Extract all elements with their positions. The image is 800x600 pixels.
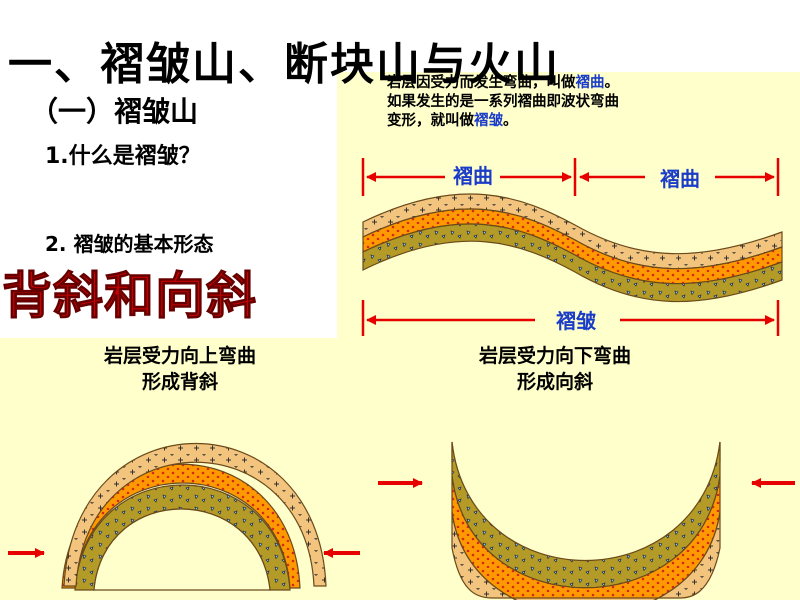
main-title: 一、褶皱山、断块山与火山 — [8, 39, 560, 90]
anticline-syncline-heading: 背斜和向斜 — [2, 267, 257, 326]
definition-line-1: 岩层因受力而发生弯曲，叫做褶曲。 — [387, 75, 619, 91]
fold-label-left: 褶曲 — [453, 164, 493, 188]
syncline-caption-line-2: 形成向斜 — [516, 371, 593, 393]
syncline-caption-line-1: 岩层受力向下弯曲 — [478, 345, 631, 367]
fold-definition: 岩层因受力而发生弯曲，叫做褶曲。 如果发生的是一系列褶曲即波状弯曲 变形，就叫做… — [387, 74, 787, 131]
fold-label-right: 褶曲 — [660, 167, 700, 191]
syncline-caption: 岩层受力向下弯曲 形成向斜 — [425, 343, 685, 395]
anticline-caption-line-1: 岩层受力向上弯曲 — [103, 345, 256, 367]
anticline-caption: 岩层受力向上弯曲 形成背斜 — [50, 343, 310, 395]
anticline-core — [93, 508, 271, 591]
definition-line-2: 如果发生的是一系列褶曲即波状弯曲 — [387, 94, 619, 110]
question-what-is-fold: 1.什么是褶皱？ — [45, 144, 201, 169]
syncline-diagram — [378, 441, 795, 600]
syncline-layer-lower — [451, 511, 721, 600]
question-fold-forms: 2. 褶皱的基本形态 — [45, 232, 214, 256]
anticline-caption-line-2: 形成背斜 — [141, 371, 218, 393]
fold-series-diagram: 褶曲 褶曲 褶皱 — [361, 158, 783, 336]
fold-series-label: 褶皱 — [556, 309, 597, 333]
definition-line-3: 变形，就叫做褶皱。 — [387, 113, 518, 129]
wave-layer-bottom — [362, 223, 783, 303]
anticline-layer-outer — [63, 443, 327, 587]
term-fold-series: 褶皱 — [474, 113, 503, 129]
anticline-diagram — [8, 443, 360, 591]
section-subtitle: （一）褶皱山 — [30, 95, 199, 128]
term-fold-single: 褶曲 — [575, 75, 605, 91]
